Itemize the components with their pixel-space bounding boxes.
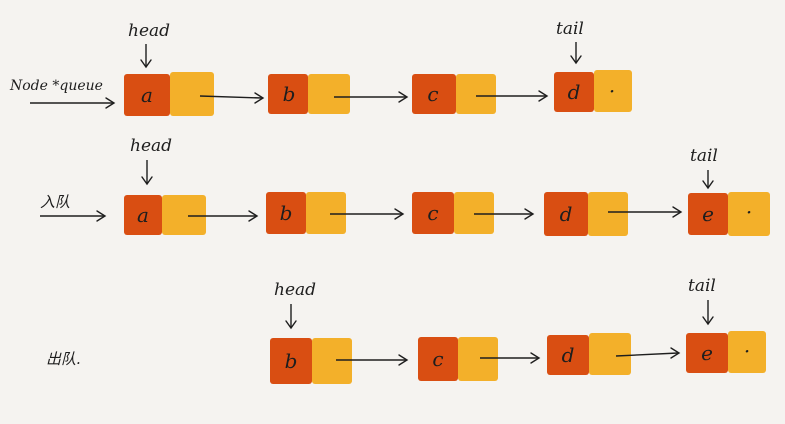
row-dequeue: 出队. head b c d tail e: [46, 276, 766, 384]
arrowhead: [394, 208, 405, 220]
node-b: b: [268, 74, 350, 114]
next-cell: [588, 192, 628, 236]
node-a: a: [124, 72, 214, 116]
next-cell: [312, 338, 352, 384]
arrowhead: [398, 354, 409, 366]
data-cell: [547, 335, 589, 375]
arrowhead: [398, 91, 409, 103]
head-label: head: [274, 280, 316, 300]
row-initial-queue: Node *queue head a b c tail: [9, 19, 632, 116]
node-value: b: [283, 82, 296, 106]
node-value: c: [427, 82, 438, 106]
node-c: c: [418, 337, 498, 381]
node-c: c: [412, 74, 496, 114]
arrowhead: [96, 210, 107, 222]
node-value: c: [427, 201, 438, 225]
node-value: b: [285, 349, 298, 373]
data-cell: [268, 74, 308, 114]
arrowhead: [702, 316, 714, 326]
data-cell: [418, 337, 458, 381]
node-e: e ·: [688, 192, 770, 236]
next-cell: [306, 192, 346, 234]
null-pointer-dot: ·: [609, 79, 615, 103]
data-cell: [688, 193, 728, 235]
head-label: head: [130, 136, 172, 156]
arrowhead: [105, 97, 116, 109]
node-value: c: [432, 347, 443, 371]
arrowhead: [670, 347, 681, 359]
arrowhead: [530, 352, 541, 364]
row-enqueue: 入队 head a b c d: [40, 136, 770, 236]
next-cell: [308, 74, 350, 114]
data-cell: [554, 72, 594, 112]
arrowhead: [285, 320, 297, 330]
tail-label: tail: [690, 146, 718, 166]
next-cell: [458, 337, 498, 381]
next-cell: [728, 331, 766, 373]
next-cell: [589, 333, 631, 375]
data-cell: [270, 338, 312, 384]
arrowhead: [702, 180, 714, 190]
arrowhead: [538, 90, 549, 102]
arrowhead: [141, 176, 153, 186]
data-cell: [412, 192, 454, 234]
node-b: b: [266, 192, 346, 234]
data-cell: [412, 74, 456, 114]
arrowhead: [248, 210, 259, 222]
node-value: d: [560, 202, 573, 226]
row-label: Node *queue: [9, 78, 103, 94]
tail-label: tail: [556, 19, 584, 39]
data-cell: [124, 74, 170, 116]
node-value: b: [280, 201, 293, 225]
arrowhead: [672, 206, 683, 218]
data-cell: [266, 192, 306, 234]
null-pointer-dot: ·: [746, 200, 752, 224]
node-value: a: [141, 83, 153, 107]
null-pointer-dot: ·: [744, 339, 750, 363]
node-value: e: [702, 202, 714, 226]
next-arrow: [615, 352, 679, 357]
row-label: 出队.: [46, 350, 81, 368]
next-cell: [456, 74, 496, 114]
arrowhead: [570, 55, 582, 65]
row-label: 入队: [40, 193, 70, 211]
node-b: b: [270, 338, 352, 384]
node-d: d: [547, 333, 631, 375]
data-cell: [686, 333, 728, 373]
node-a: a: [124, 195, 206, 235]
next-cell: [728, 192, 770, 236]
arrowhead: [524, 208, 535, 220]
next-cell: [162, 195, 206, 235]
node-d: d ·: [554, 70, 632, 112]
node-value: d: [562, 343, 575, 367]
node-d: d: [544, 192, 628, 236]
head-label: head: [128, 21, 170, 41]
next-cell: [454, 192, 494, 234]
arrowhead: [140, 59, 152, 69]
data-cell: [544, 192, 588, 236]
node-value: a: [137, 203, 149, 227]
node-value: e: [701, 341, 713, 365]
arrowhead: [254, 92, 265, 104]
node-value: d: [568, 80, 581, 104]
node-c: c: [412, 192, 494, 234]
next-arrow: [199, 95, 263, 99]
tail-label: tail: [688, 276, 716, 296]
node-e: e ·: [686, 331, 766, 373]
data-cell: [124, 195, 162, 235]
next-cell: [594, 70, 632, 112]
next-cell: [170, 72, 214, 116]
